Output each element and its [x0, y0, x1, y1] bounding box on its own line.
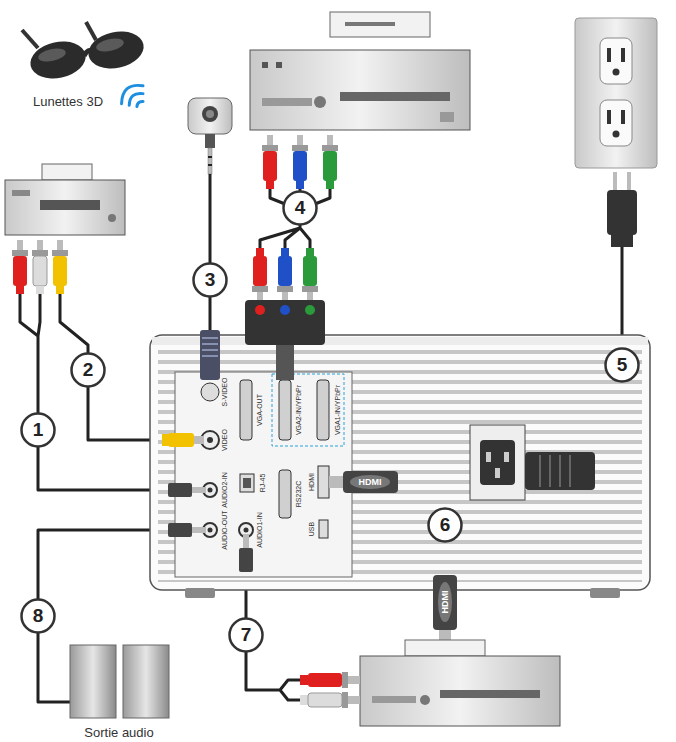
port-label: VGA2-IN/YPbPr: [295, 385, 302, 435]
callout-number: 7: [228, 617, 264, 653]
plug-logo: HDMI: [359, 478, 382, 487]
port-label: AUDIO1-IN: [256, 512, 263, 547]
emitter-3d: [188, 98, 232, 174]
projector-body: [150, 335, 650, 598]
plugs: [162, 248, 457, 640]
wireless-icon: [116, 80, 143, 107]
port-label: RJ-45: [259, 474, 266, 493]
port-label: VIDEO: [221, 429, 228, 451]
callout-circle: 5: [604, 347, 640, 383]
power-plug: [607, 172, 637, 247]
device-caption: Sortie audio: [84, 726, 153, 739]
callout-circle: 3: [192, 262, 228, 298]
port-label: VGA1-IN/YPbPr: [334, 385, 341, 435]
callout-circle: 7: [228, 617, 264, 653]
callout-number: 5: [604, 347, 640, 383]
callout-circle: 4: [282, 190, 318, 226]
connector-panel: [175, 372, 352, 577]
port-label: RS232C: [295, 481, 302, 507]
callout-number: 1: [20, 412, 56, 448]
power-inlet: [470, 425, 595, 500]
callout-circle: 6: [427, 507, 463, 543]
rca-plugs: [300, 672, 360, 708]
callout-number: 8: [20, 598, 56, 634]
rca-plugs: [262, 135, 338, 189]
plug-logo: HDMI: [441, 591, 450, 614]
component-source-device: [250, 12, 470, 130]
port-label: AUDIO2-IN: [221, 472, 228, 507]
callout-circle: 8: [20, 598, 56, 634]
port-label: AUDIO-OUT: [221, 510, 228, 549]
callout-circle: 1: [20, 412, 56, 448]
speakers: [70, 645, 169, 718]
wall-outlet: [575, 18, 657, 168]
glasses-3d: [22, 22, 147, 83]
port-label: HDMI: [308, 473, 315, 491]
rca-plugs: [12, 240, 68, 294]
callout-circle: 2: [70, 352, 106, 388]
port-label: VGA-OUT: [256, 394, 263, 426]
callout-number: 3: [192, 262, 228, 298]
port-label: USB: [308, 522, 315, 536]
device-caption: Lunettes 3D: [33, 95, 103, 108]
callout-number: 4: [282, 190, 318, 226]
av-source-device: [360, 640, 560, 726]
video-source-device: [5, 164, 125, 235]
port-label: S-VIDEO: [221, 378, 228, 407]
callout-number: 6: [427, 507, 463, 543]
callout-number: 2: [70, 352, 106, 388]
